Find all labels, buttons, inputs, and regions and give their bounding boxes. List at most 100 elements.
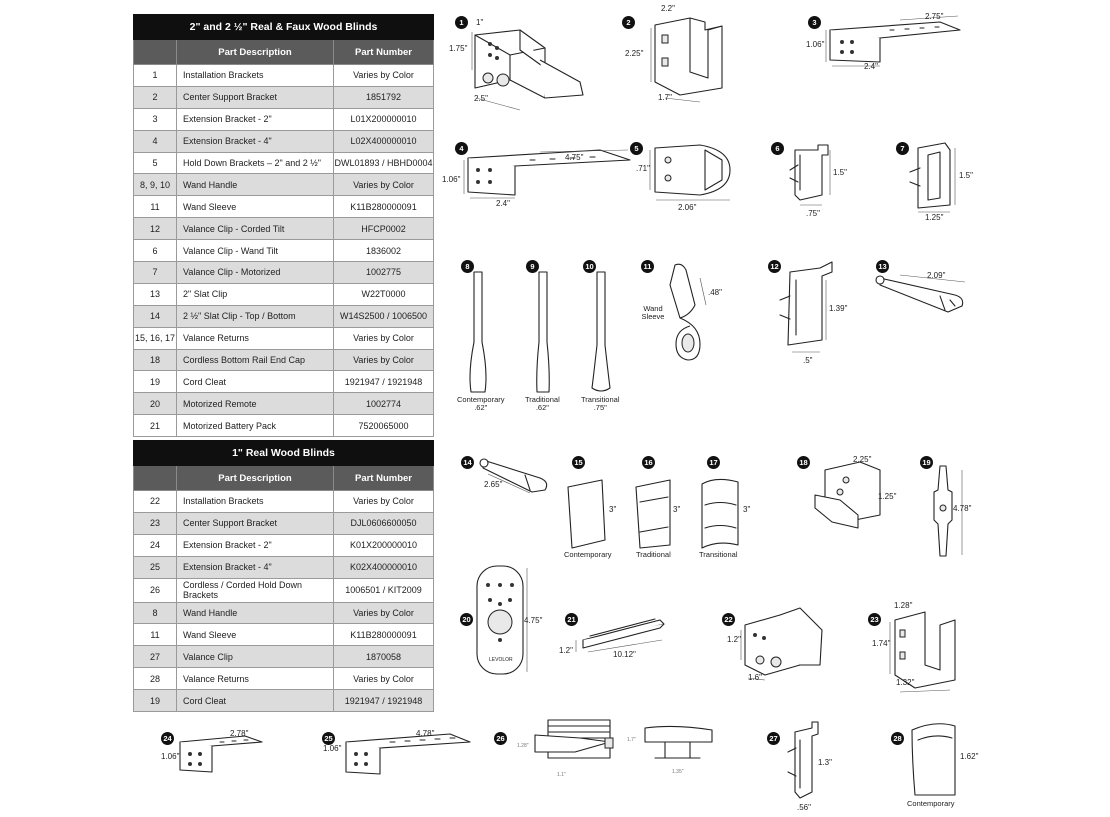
center-support-1in-drawing <box>889 611 956 693</box>
badge-17: 17 <box>707 456 720 469</box>
badge-15: 15 <box>572 456 585 469</box>
badge-22: 22 <box>722 613 735 626</box>
valance-returns-drawing <box>567 478 739 549</box>
return-caption-transitional: Transitional <box>699 550 738 559</box>
dim-label: 1" <box>476 18 484 27</box>
dim-label: 4.75" <box>565 153 584 162</box>
return-caption-traditional: Traditional <box>636 550 671 559</box>
valance-clip-7-drawing <box>909 142 956 213</box>
dim-label: 2.4" <box>864 62 878 71</box>
badge-3: 3 <box>808 16 821 29</box>
dim-label: 1.35" <box>672 769 684 775</box>
dim-label: 1.39" <box>829 304 848 313</box>
dim-label: .56" <box>797 803 811 812</box>
dim-label: 1.06" <box>806 40 825 49</box>
badge-19: 19 <box>920 456 933 469</box>
dim-label: 1.7" <box>627 737 636 743</box>
badge-12: 12 <box>768 260 781 273</box>
extension-bracket-2-drawing <box>825 15 961 67</box>
installation-bracket-1in-drawing <box>740 607 823 681</box>
dim-label: 1.74" <box>872 639 891 648</box>
dim-label: 4.78" <box>953 504 972 513</box>
badge-26: 26 <box>494 732 507 745</box>
badge-23: 23 <box>868 613 881 626</box>
dim-label: 4.75" <box>524 616 543 625</box>
dim-label: 2.4" <box>496 199 510 208</box>
dim-label: 1.25" <box>925 213 944 222</box>
dim-label: 1.06" <box>323 744 342 753</box>
installation-bracket-drawing <box>471 29 584 111</box>
return-caption-contemporary-1in: Contemporary <box>907 799 955 808</box>
col-header-description: Part Description <box>176 39 334 65</box>
dim-label: 1.32" <box>896 678 915 687</box>
extension-bracket-4-1in-drawing <box>345 733 471 775</box>
badge-24: 24 <box>161 732 174 745</box>
dim-label: 1.75" <box>449 44 468 53</box>
battery-pack-drawing <box>575 618 665 653</box>
col-header-part-number: Part Number <box>333 39 434 65</box>
dim-label: 1.28" <box>517 743 529 749</box>
dim-label: 2.25" <box>853 455 872 464</box>
col-header-description: Part Description <box>176 465 334 491</box>
dim-label: .71" <box>636 164 650 173</box>
badge-1: 1 <box>455 16 468 29</box>
dim-label: 1.28" <box>894 601 913 610</box>
wand-sleeve-label: Wand Sleeve <box>641 304 665 321</box>
badge-27: 27 <box>767 732 780 745</box>
return-caption-contemporary: Contemporary <box>564 550 612 559</box>
wand-caption-transitional: Transitional.75" <box>581 395 620 412</box>
dim-label: 3" <box>743 505 751 514</box>
wand-sleeve-drawing <box>669 263 707 361</box>
extension-bracket-2-1in-drawing <box>179 735 263 773</box>
dim-label: 2.65" <box>484 480 503 489</box>
badge-7: 7 <box>896 142 909 155</box>
dim-label: 1.3" <box>818 758 832 767</box>
hold-down-bracket-drawing <box>649 144 731 201</box>
dim-label: 2.75" <box>925 12 944 21</box>
end-cap-drawing <box>814 461 881 529</box>
badge-5: 5 <box>630 142 643 155</box>
extension-bracket-4-drawing <box>463 149 631 199</box>
dim-label: 1.6" <box>748 673 762 682</box>
dim-label: .75" <box>806 209 820 218</box>
valance-clip-6-drawing <box>789 144 831 206</box>
dim-label: 1.2" <box>559 646 573 655</box>
wand-caption-traditional: Traditional.62" <box>525 395 560 412</box>
slat-clip-13-drawing <box>875 274 966 313</box>
dim-label: 1.5" <box>833 168 847 177</box>
dim-label: 4.78" <box>416 729 435 738</box>
dim-label: 1.06" <box>161 752 180 761</box>
dim-label: 1.62" <box>960 752 979 761</box>
badge-9: 9 <box>526 260 539 273</box>
remote-drawing <box>476 565 528 675</box>
wand-caption-contemporary: Contemporary.62" <box>457 395 505 412</box>
dim-label: 1.5" <box>959 171 973 180</box>
dim-label: 1.1" <box>557 772 566 778</box>
badge-14: 14 <box>461 456 474 469</box>
dim-label: 2.5" <box>474 94 488 103</box>
valance-clip-1in-drawing <box>787 721 819 799</box>
center-support-drawing <box>650 17 723 103</box>
cord-cleat-drawing <box>933 465 963 557</box>
dim-label: 2.2" <box>661 4 675 13</box>
dim-label: .5" <box>803 356 813 365</box>
badge-28: 28 <box>891 732 904 745</box>
badge-4: 4 <box>455 142 468 155</box>
